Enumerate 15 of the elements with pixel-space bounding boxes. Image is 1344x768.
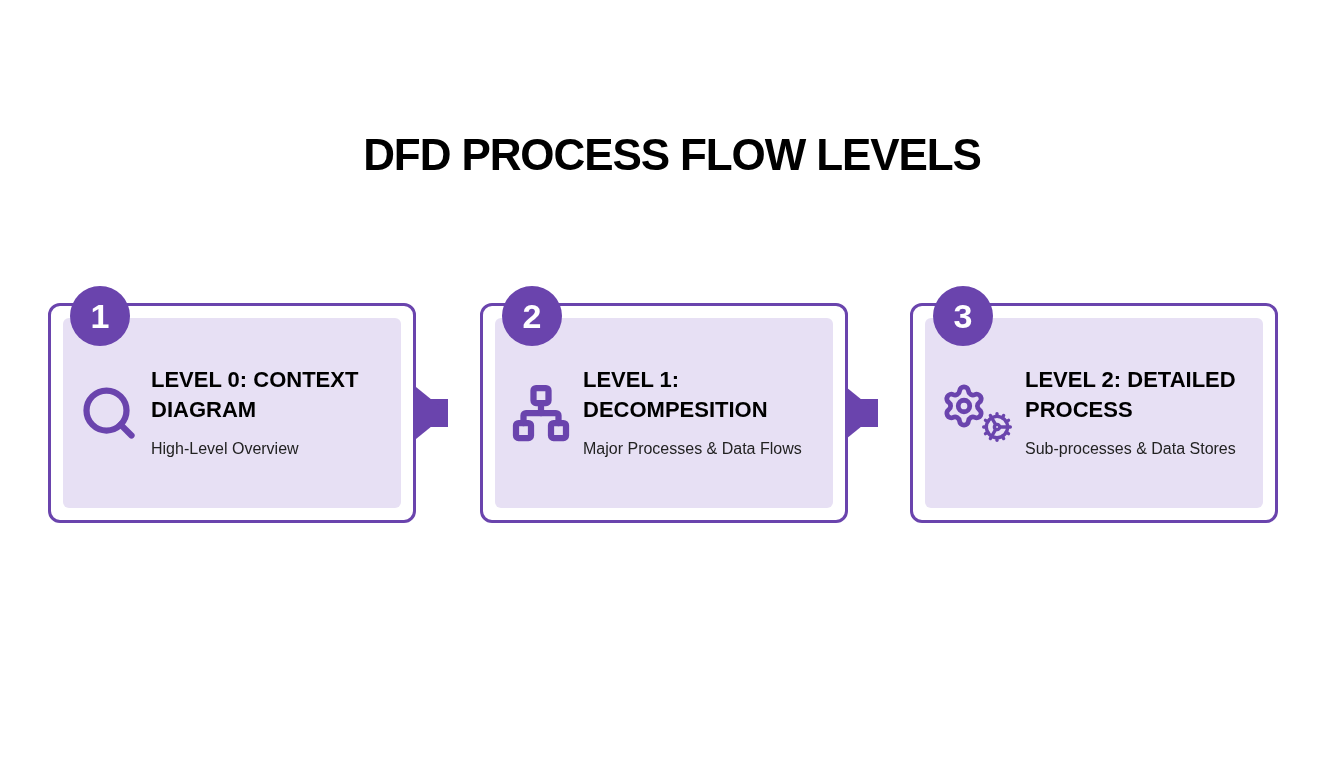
number-badge: 2	[502, 286, 562, 346]
level-description: Major Processes & Data Flows	[583, 439, 803, 459]
level-heading: LEVEL 1: DECOMPESITION	[583, 366, 769, 424]
title: DFD PROCESS FLOW LEVELS	[363, 129, 981, 181]
level-card	[480, 303, 848, 523]
level-heading: LEVEL 0: CONTEXT DIAGRAM	[151, 366, 360, 424]
arrow	[846, 387, 878, 439]
level-card	[910, 303, 1278, 523]
level-card	[48, 303, 416, 523]
level-description: Sub-processes & Data Stores	[1025, 439, 1237, 459]
level-description: High-Level Overview	[151, 439, 300, 459]
number-badge: 1	[70, 286, 130, 346]
level-heading: LEVEL 2: DETAILED PROCESS	[1025, 366, 1237, 424]
arrow	[416, 387, 448, 439]
number-badge: 3	[933, 286, 993, 346]
